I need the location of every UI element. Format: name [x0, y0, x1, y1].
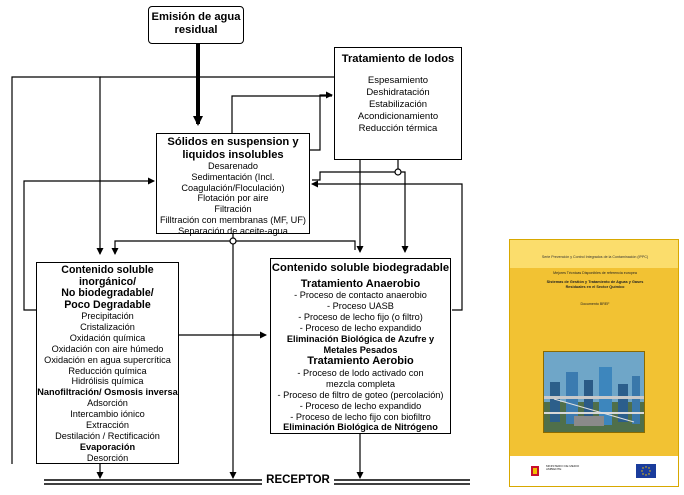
inorg-item: Evaporación	[79, 441, 136, 452]
inorganico-box: Contenido soluble inorgánico/ No biodegr…	[36, 262, 179, 464]
cover-title-line-1: Sistemas de Gestión y Tratamiento de Agu…	[546, 280, 644, 284]
lodos-item: Acondicionamiento	[357, 110, 439, 122]
inorg-item: Oxidación con aire húmedo	[51, 343, 164, 354]
receptor-label: RECEPTOR	[262, 474, 334, 486]
nitrogeno-heading: Eliminación Biológica de Nitrógeno	[283, 422, 438, 433]
aerobio-item: - Proceso de lecho expandido	[299, 400, 422, 411]
cover-subtitle: Mejores Técnicas Disponibles de referenc…	[553, 271, 637, 275]
inorg-item: Hidrólisis química	[71, 376, 144, 387]
industrial-plant-image	[544, 352, 644, 432]
solidos-item: Coagulación/Floculación)	[181, 182, 285, 193]
report-cover: Serie Prevención y Control Integrados de…	[509, 239, 679, 487]
lodos-title: Tratamiento de lodos	[341, 53, 455, 65]
cover-series: Serie Prevención y Control Integrados de…	[541, 255, 649, 259]
ministry-name: MINISTERIO DE MEDIO AMBIENTE	[546, 464, 580, 472]
inorg-title-4: Poco Degradable	[64, 298, 151, 311]
tratamiento-lodos-box: Tratamiento de lodos Espesamiento Deshid…	[334, 47, 462, 160]
aerobio-heading: Tratamiento Aerobio	[307, 355, 414, 368]
lodos-item: Estabilización	[368, 98, 428, 110]
anaerobio-item: - Proceso UASB	[327, 300, 394, 311]
inorg-item: Desorción	[86, 452, 129, 463]
eu-flag-icon	[636, 464, 656, 478]
solidos-title-1: Sólidos en suspension y	[167, 136, 299, 148]
solidos-item: Flotación por aire	[197, 193, 269, 204]
inorg-title-2: inorgánico/	[78, 275, 137, 288]
aerobio-item: - Proceso de filtro de goteo (percolació…	[277, 389, 444, 400]
anaerobio-item: - Proceso de contacto anaerobio	[294, 290, 427, 300]
cover-title-line-2: Residuales en el Sector Químico	[565, 284, 625, 289]
biodeg-title: Contenido soluble biodegradable	[271, 262, 450, 274]
lodos-item: Deshidratación	[366, 86, 430, 98]
inorg-title-3: No biodegradable/	[61, 287, 154, 299]
aerobio-item: mezcla completa	[326, 378, 395, 389]
anaerobio-item: - Proceso de lecho fijo (o filtro)	[298, 311, 423, 322]
azufre-heading-1: Eliminación Biológica de Azufre y	[286, 333, 435, 344]
inorg-item: Extracción	[86, 420, 129, 431]
emision-title: Emisión de agua residual	[151, 11, 241, 36]
anaerobio-item: - Proceso de lecho expandido	[299, 322, 422, 333]
solidos-item: Sedimentación (Incl.	[191, 171, 275, 182]
inorg-item: Adsorción	[87, 398, 128, 409]
inorg-item: Nanofiltración/ Osmosis inversa	[37, 387, 178, 398]
inorg-item: Destilación / Rectificación	[55, 430, 160, 441]
lodos-item: Reducción térmica	[358, 122, 438, 134]
cover-document-label: Documento BREF	[580, 302, 610, 306]
aerobio-item: - Proceso de lecho fijo con biofiltro	[290, 411, 431, 422]
solidos-item: Filltración con membranas (MF, UF)	[159, 214, 306, 225]
cover-title: Sistemas de Gestión y Tratamiento de Agu…	[520, 280, 670, 289]
inorg-item: Intercambio iónico	[70, 409, 145, 420]
emision-box: Emisión de agua residual	[148, 6, 244, 44]
inorg-item: Oxidación química	[69, 332, 146, 343]
cover-header-band	[510, 240, 678, 268]
inorg-item: Oxidación en agua supercrítica	[44, 354, 171, 365]
solidos-item: Separación de aceite-agua	[178, 225, 288, 236]
lodos-item: Espesamiento	[367, 74, 429, 86]
anaerobio-heading: Tratamiento Anaerobio	[300, 277, 421, 290]
cover-plant-photo	[543, 351, 645, 433]
biodegradable-box: Contenido soluble biodegradable Tratamie…	[270, 258, 451, 434]
inorg-title-1: Contenido soluble	[61, 264, 154, 276]
solidos-item: Desarenado	[207, 161, 259, 171]
cover-footer: MINISTERIO DE MEDIO AMBIENTE	[510, 456, 678, 486]
inorg-item: Cristalización	[80, 321, 135, 332]
aerobio-item: - Proceso de lodo activado con	[297, 367, 424, 378]
solidos-suspension-box: Sólidos en suspension y liquidos insolub…	[156, 133, 310, 236]
azufre-heading-2: Metales Pesados	[323, 344, 398, 355]
inorg-item: Precipitación	[81, 311, 134, 321]
solidos-item: Filtración	[214, 204, 252, 215]
spanish-coat-of-arms-icon	[526, 464, 544, 478]
inorg-item: Reducción química	[68, 365, 147, 376]
solidos-title-2: liquidos insolubles	[182, 148, 284, 161]
